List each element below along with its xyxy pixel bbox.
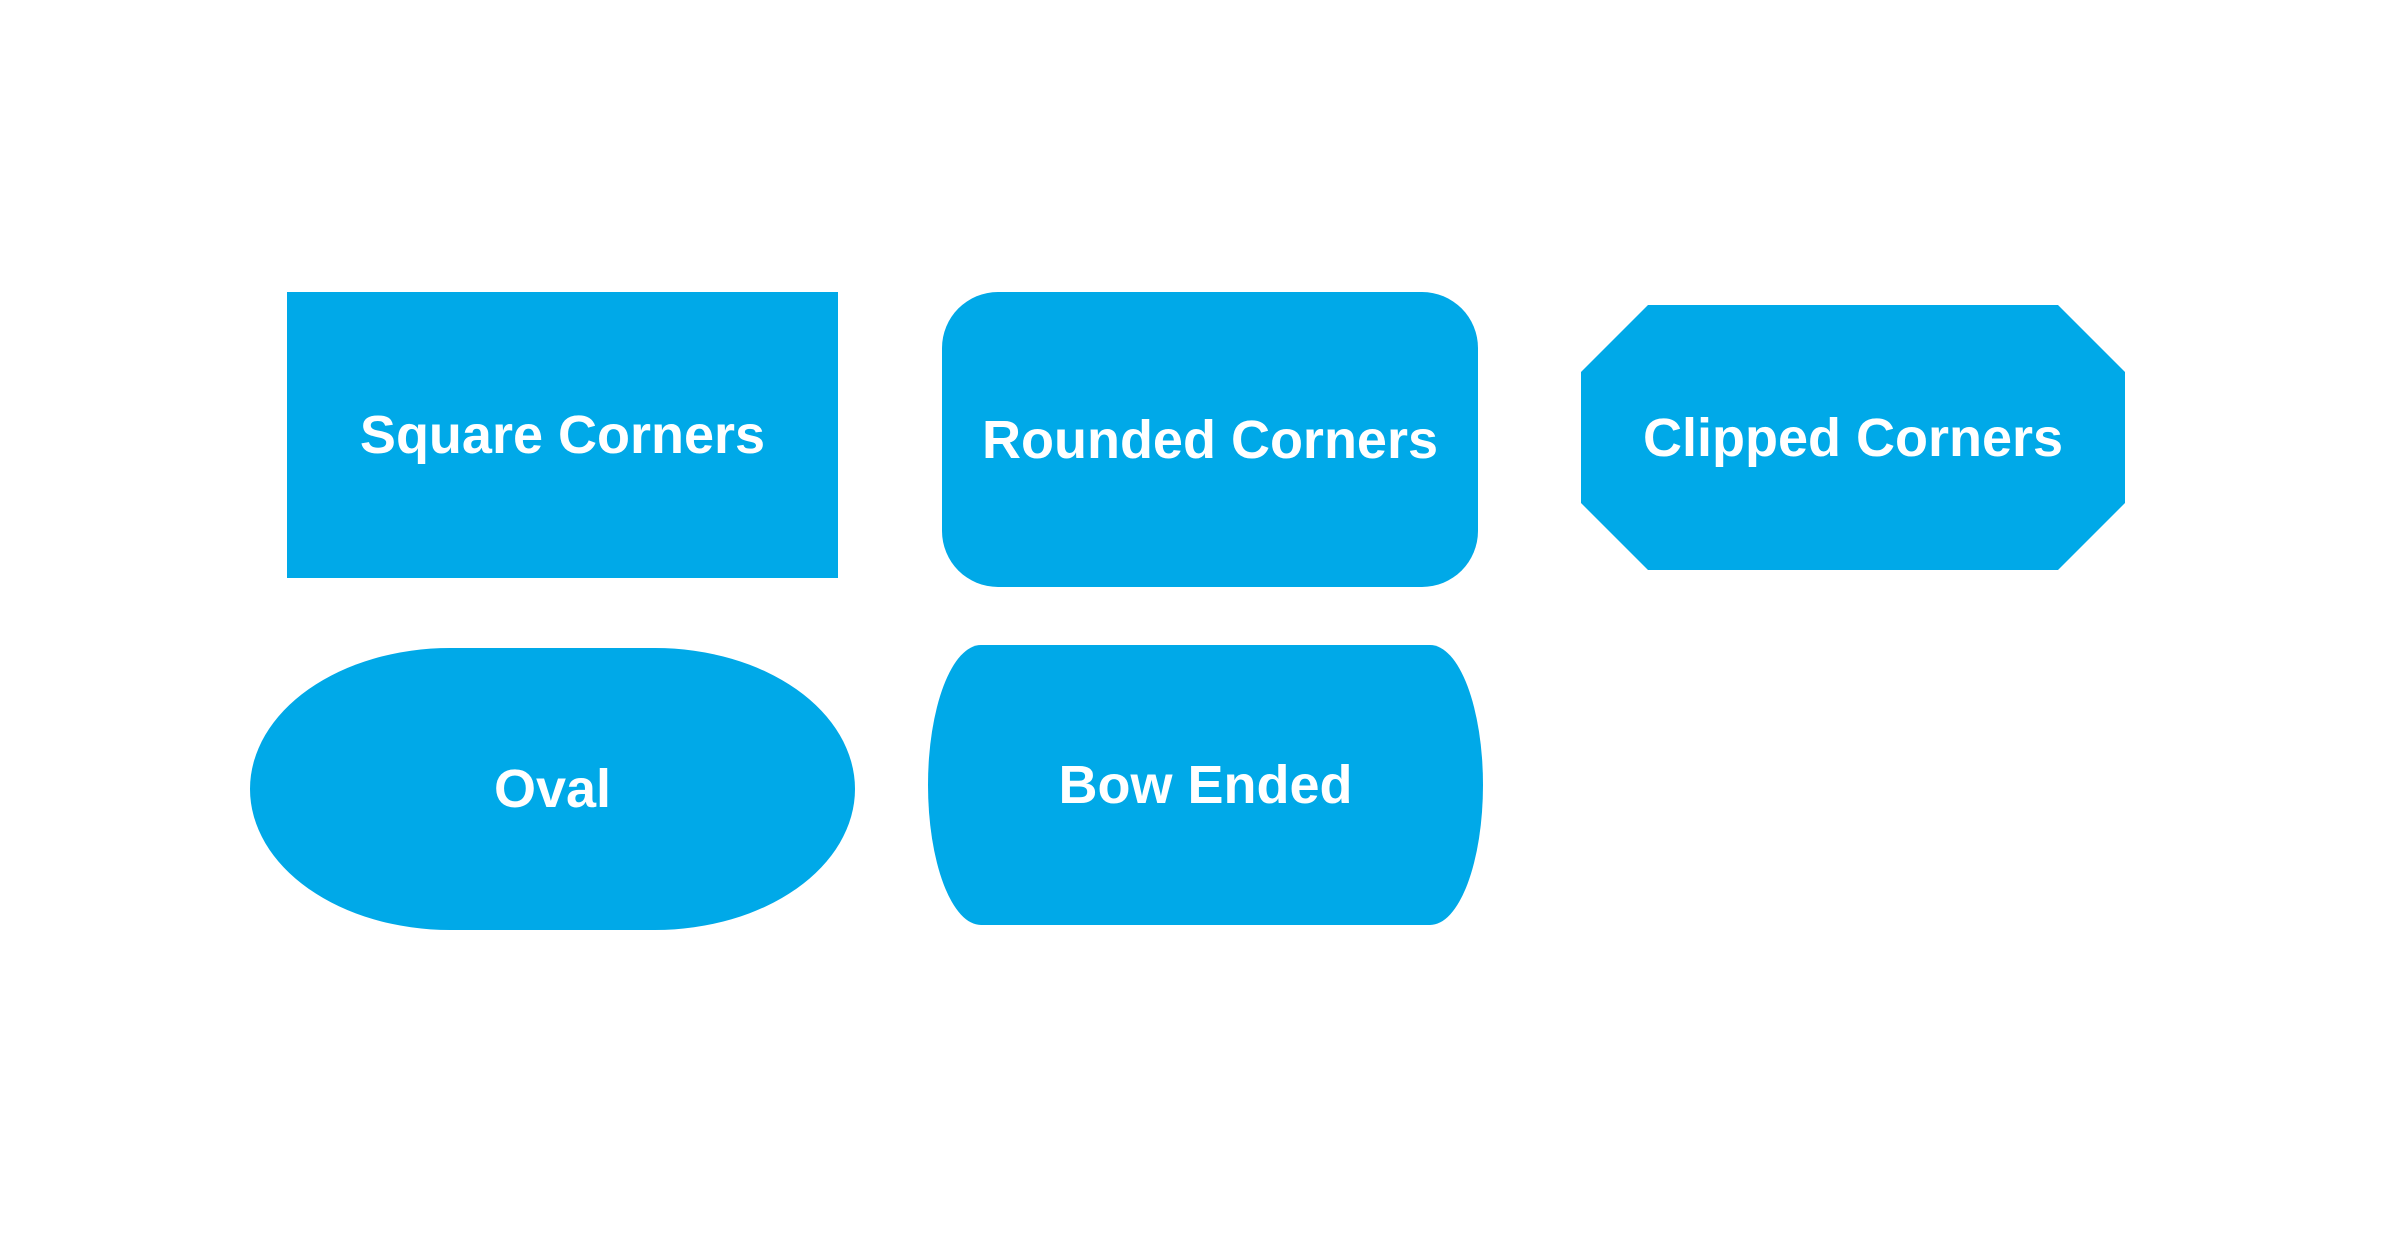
shape-clipped-corners: Clipped Corners <box>1581 305 2125 570</box>
shape-rounded-corners: Rounded Corners <box>942 292 1478 587</box>
shape-square-corners: Square Corners <box>287 292 838 578</box>
shape-bow-ended-label: Bow Ended <box>1058 755 1353 815</box>
shape-square-corners-label: Square Corners <box>359 405 766 465</box>
shape-oval: Oval <box>250 648 855 930</box>
shape-oval-label: Oval <box>493 759 612 819</box>
shape-bow-ended: Bow Ended <box>928 645 1483 925</box>
shape-clipped-corners-label: Clipped Corners <box>1642 407 2064 468</box>
shape-rounded-corners-label: Rounded Corners <box>981 409 1439 470</box>
